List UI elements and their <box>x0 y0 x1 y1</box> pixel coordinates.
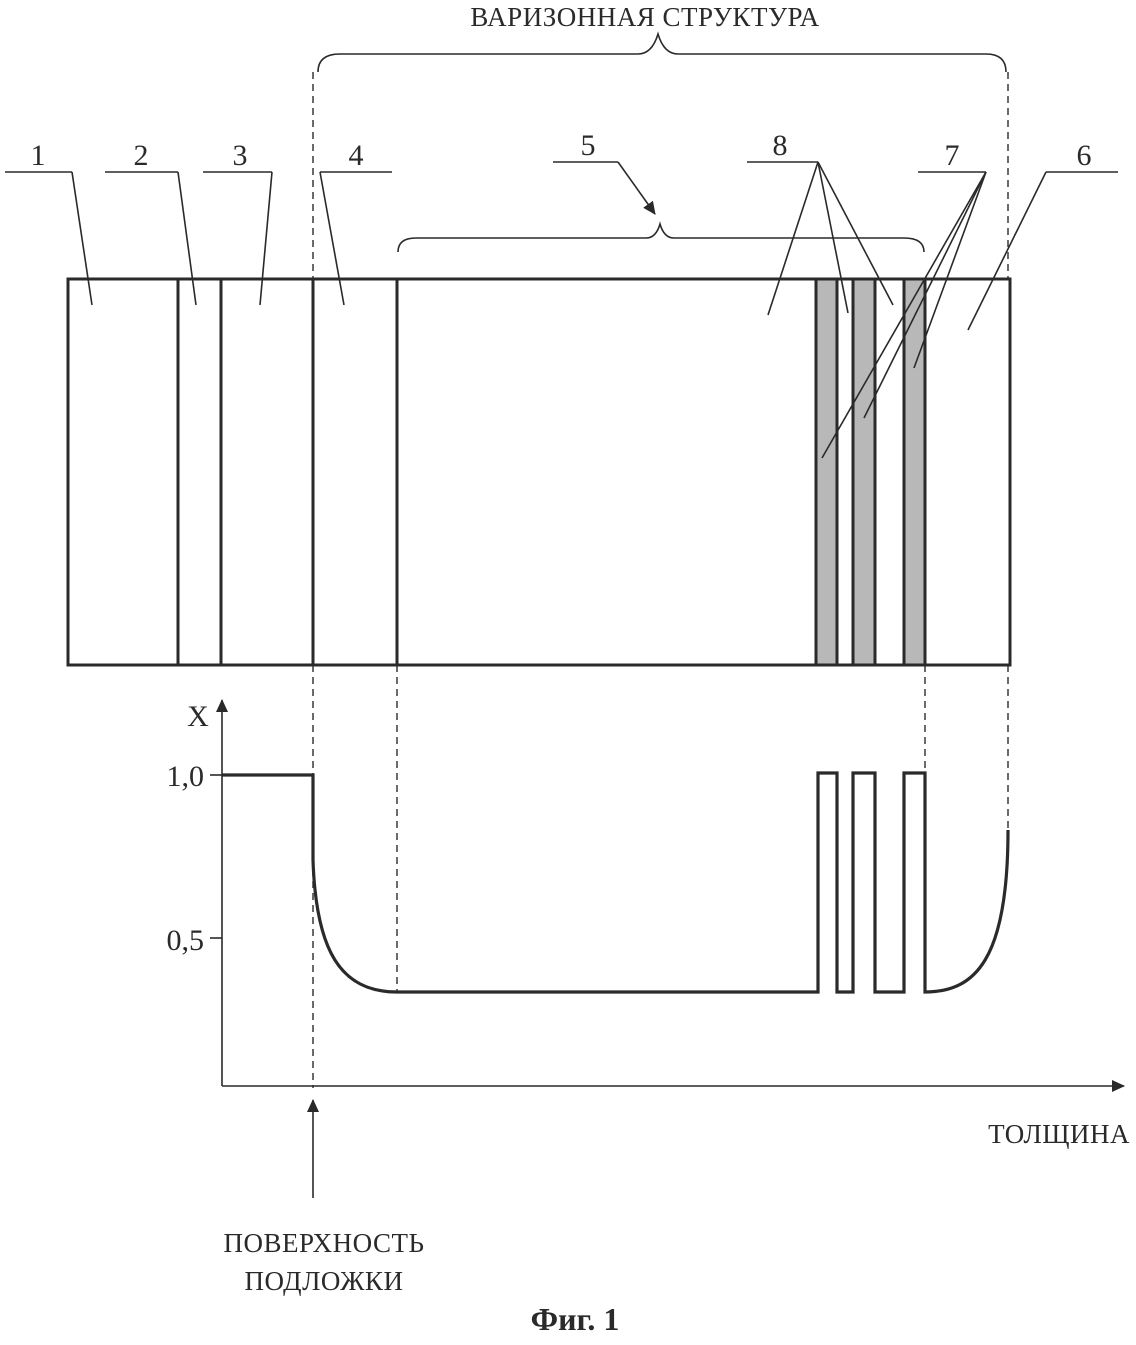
leader-4 <box>320 172 344 305</box>
y-tick-label-1: 1,0 <box>167 760 205 793</box>
leader-1 <box>72 172 92 305</box>
layer-label-7: 7 <box>945 139 960 172</box>
substrate-caption-line2: ПОДЛОЖКИ <box>245 1266 404 1296</box>
wide-gap-layer <box>904 279 925 665</box>
layer-5-brace <box>398 224 924 252</box>
layer-label-5: 5 <box>581 129 596 162</box>
layer-label-4: 4 <box>349 139 364 172</box>
leader-7 <box>914 172 986 368</box>
leader-2 <box>178 172 196 305</box>
leader-5-arrow <box>618 162 655 214</box>
substrate-caption-line1: ПОВЕРХНОСТЬ <box>224 1228 425 1258</box>
top-brace <box>318 34 1006 72</box>
layer-label-8: 8 <box>773 129 788 162</box>
layer-label-3: 3 <box>233 139 248 172</box>
leader-6 <box>968 172 1046 330</box>
top-caption: ВАРИЗОННАЯ СТРУКТУРА <box>470 2 819 32</box>
layer-label-2: 2 <box>134 139 149 172</box>
figure-caption: Фиг. 1 <box>531 1301 620 1337</box>
composition-profile <box>222 773 1008 992</box>
x-axis-label: ТОЛЩИНА <box>988 1119 1130 1149</box>
y-tick-label-05: 0,5 <box>167 924 205 957</box>
layer-label-1: 1 <box>31 139 46 172</box>
layer-label-6: 6 <box>1077 139 1092 172</box>
leader-3 <box>260 172 272 305</box>
wide-gap-layer <box>853 279 875 665</box>
y-axis-label: X <box>187 700 209 733</box>
wide-gap-layer <box>816 279 837 665</box>
